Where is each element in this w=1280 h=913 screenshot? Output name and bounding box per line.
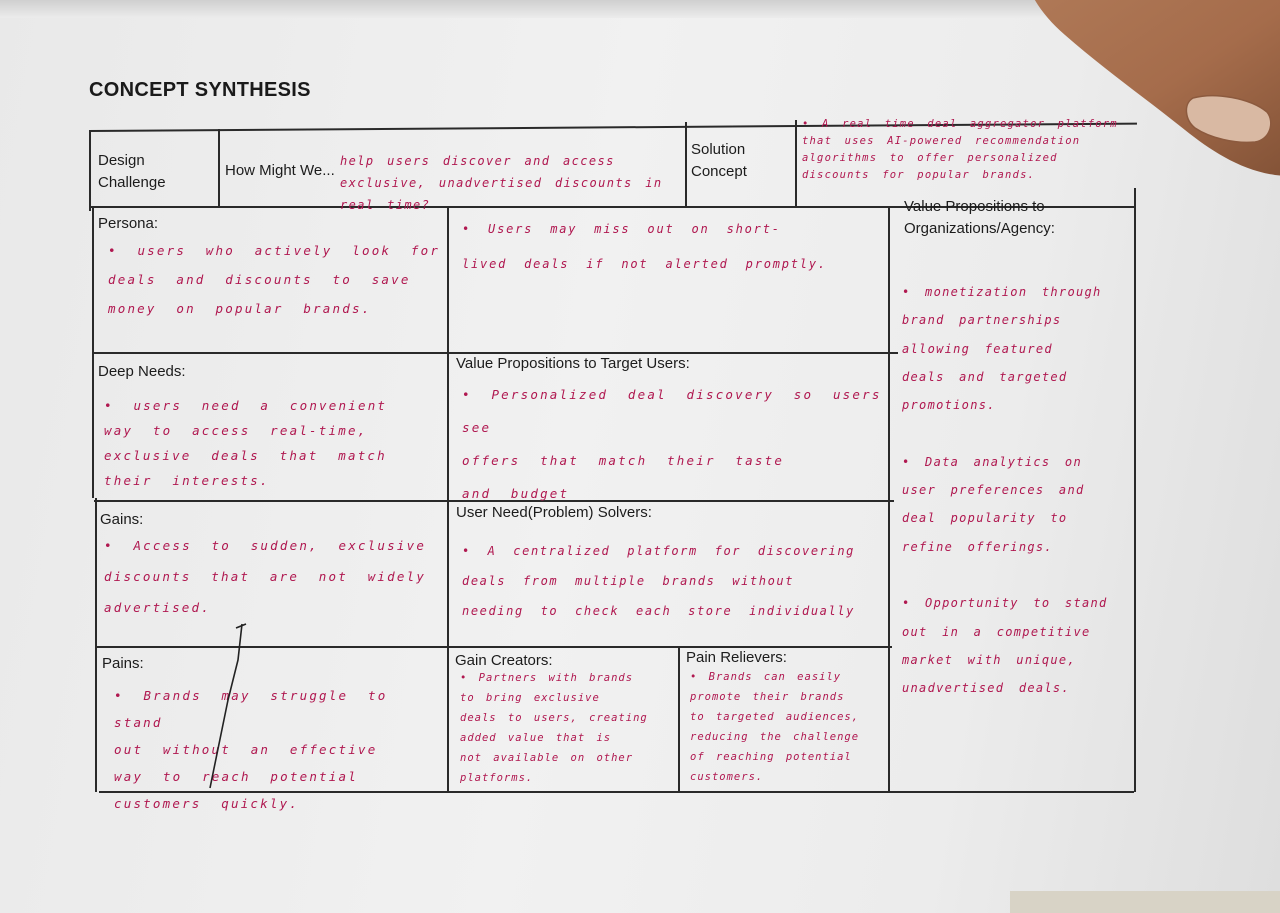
pains-label: Pains: <box>102 655 144 672</box>
design-challenge-label: Design Challenge <box>98 152 166 191</box>
user-need-solvers-text: • A centralized platform for discovering… <box>462 544 855 618</box>
how-might-we-label: How Might We... <box>225 162 335 179</box>
user-need-solvers-label: User Need(Problem) Solvers: <box>456 504 652 521</box>
persona-text: • users who actively look for deals and … <box>108 243 441 316</box>
value-prop-users-label: Value Propositions to Target Users: <box>456 355 690 372</box>
solution-concept-label: Solution Concept <box>691 141 747 180</box>
thumb-image <box>1034 0 1280 176</box>
how-might-we-text: help users discover and access exclusive… <box>340 154 663 212</box>
persona-pain-text: • Users may miss out on short- lived dea… <box>462 222 827 271</box>
value-prop-org-label: Value Propositions to Organizations/Agen… <box>904 198 1055 237</box>
value-prop-users-text: • Personalized deal discovery so users s… <box>462 387 882 501</box>
paper-top-edge <box>0 0 1280 18</box>
page-title: CONCEPT SYNTHESIS <box>89 79 311 101</box>
deep-needs-text: • users need a convenient way to access … <box>104 398 388 488</box>
pain-relievers-label: Pain Relievers: <box>686 649 787 666</box>
solution-concept-text: • A real time deal aggregator platform t… <box>802 118 1118 181</box>
pains-text: • Brands may struggle to stand out witho… <box>114 688 388 811</box>
gains-label: Gains: <box>100 511 144 528</box>
table-surface <box>1010 891 1280 913</box>
gains-text: • Access to sudden, exclusive discounts … <box>104 538 427 615</box>
value-prop-org-text: • monetization through brand partnership… <box>902 285 1108 696</box>
persona-label: Persona: <box>98 215 159 232</box>
pen-stroke-mark <box>209 623 247 789</box>
gain-creators-label: Gain Creators: <box>455 652 553 669</box>
gain-creators-text: • Partners with brands to bring exclusiv… <box>460 672 648 784</box>
pain-relievers-text: • Brands can easily promote their brands… <box>690 671 860 783</box>
deep-needs-label: Deep Needs: <box>98 363 186 380</box>
